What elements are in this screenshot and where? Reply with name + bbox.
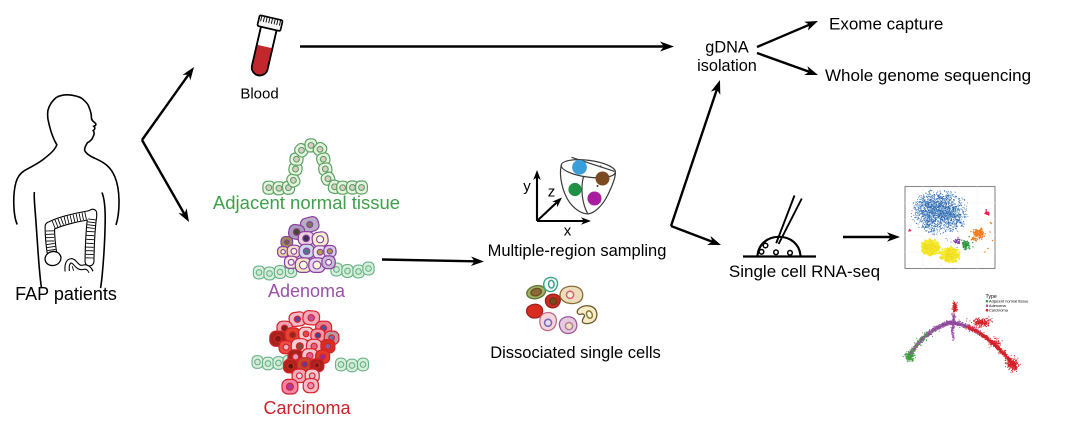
- svg-text:Type: Type: [986, 294, 997, 300]
- svg-text:Multiple-region sampling: Multiple-region sampling: [488, 242, 667, 260]
- svg-text:Whole genome sequencing: Whole genome sequencing: [825, 66, 1031, 85]
- svg-text:isolation: isolation: [697, 57, 757, 75]
- svg-text:Exome capture: Exome capture: [829, 15, 943, 34]
- svg-text:Adenoma: Adenoma: [268, 281, 346, 301]
- svg-text:Adenoma: Adenoma: [989, 303, 1006, 308]
- svg-text:Single cell RNA-seq: Single cell RNA-seq: [729, 262, 880, 281]
- svg-text:y: y: [523, 178, 531, 195]
- svg-text:Carcinoma: Carcinoma: [263, 398, 351, 418]
- svg-text:Blood: Blood: [240, 86, 278, 103]
- svg-text:z: z: [548, 184, 556, 201]
- svg-text:FAP patients: FAP patients: [15, 284, 117, 304]
- svg-text:x: x: [564, 223, 572, 240]
- svg-text:Dissociated single cells: Dissociated single cells: [490, 344, 661, 362]
- svg-text:gDNA: gDNA: [705, 39, 749, 57]
- svg-text:Adjacent normal tissue: Adjacent normal tissue: [213, 192, 400, 213]
- svg-text:Adjacent normal tissue: Adjacent normal tissue: [989, 299, 1028, 304]
- svg-text:Carcinoma: Carcinoma: [989, 308, 1009, 313]
